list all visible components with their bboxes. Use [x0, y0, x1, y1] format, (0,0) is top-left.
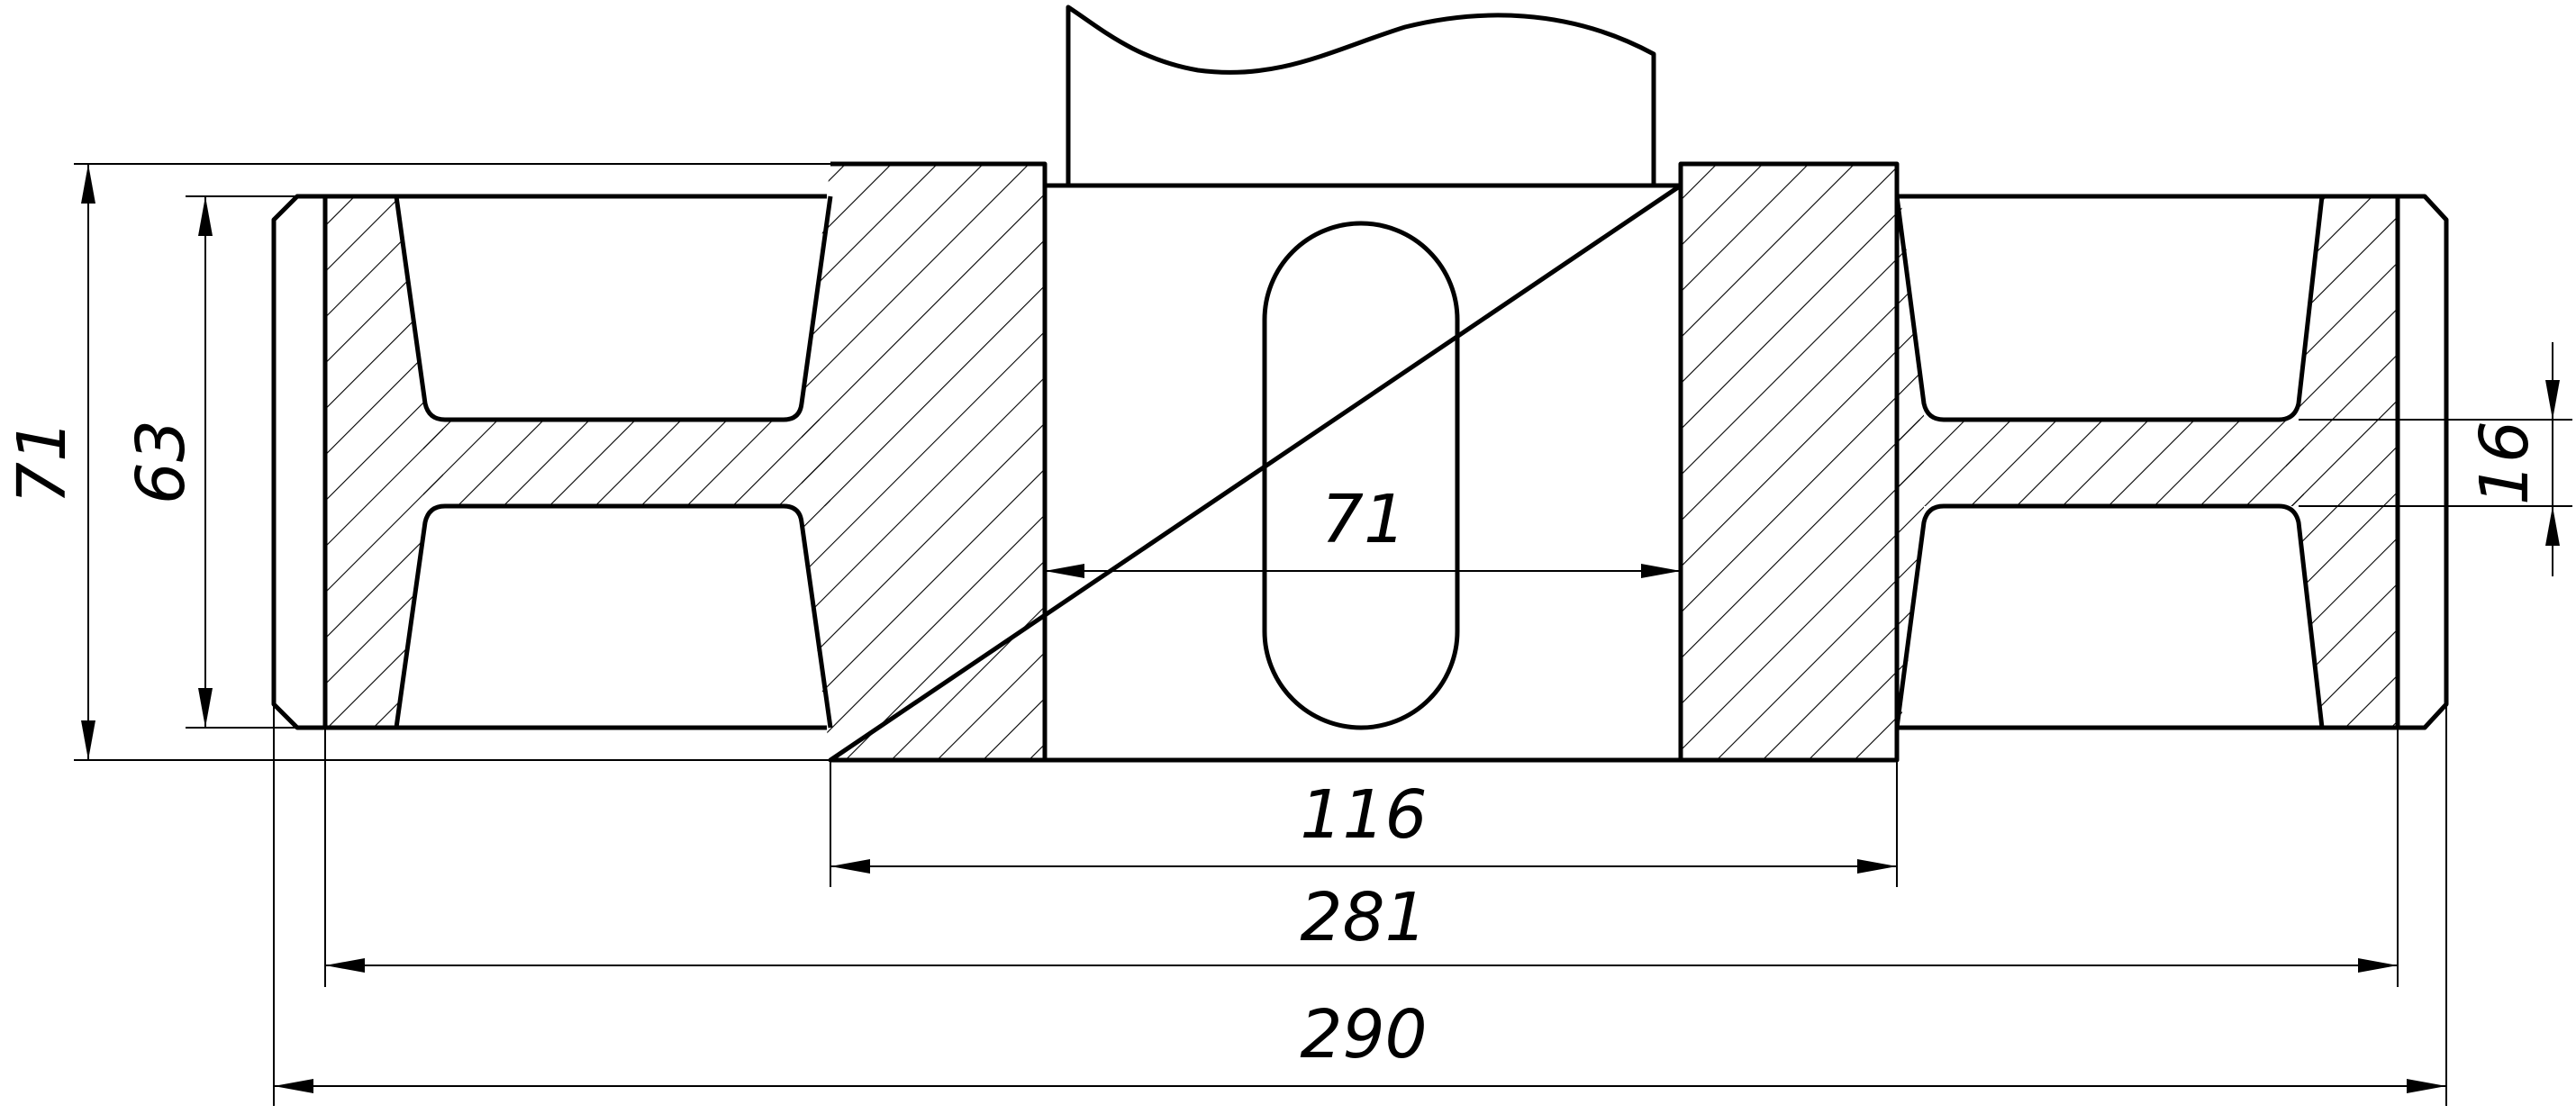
- right-rim-section: [2286, 196, 2398, 728]
- dim-web-thickness: 16: [2466, 421, 2544, 505]
- left-rim-section: [325, 196, 443, 728]
- left-web-section: [423, 420, 830, 506]
- right-hub-section: [1681, 164, 1924, 760]
- left-upper-cavity: [394, 195, 833, 422]
- dimension-labels: 71 63 16 71 116 281 290: [4, 420, 2544, 1073]
- right-rim-outline: [1897, 194, 2449, 730]
- dim-bore-width: 71: [1321, 481, 1406, 558]
- dim-hub-length: 116: [1300, 776, 1427, 854]
- hub-outline: [828, 161, 1900, 763]
- extension-lines: [74, 163, 2572, 1106]
- dim-rim-height: 63: [122, 420, 200, 504]
- right-web-section: [1897, 420, 2304, 506]
- right-upper-cavity: [1894, 195, 2325, 422]
- left-rim-outline: [271, 194, 827, 730]
- left-lower-cavity: [394, 503, 833, 729]
- left-hub-section: [802, 164, 1045, 760]
- section-hatching: [325, 164, 2398, 760]
- dim-rim-inner-width: 281: [1300, 879, 1427, 956]
- right-lower-cavity: [1894, 503, 2325, 729]
- dim-overall-height: 71: [4, 420, 81, 504]
- dim-overall-width: 290: [1300, 996, 1427, 1073]
- dimension-lines: [81, 164, 2560, 1093]
- keyway-slot: [1262, 221, 1460, 730]
- part-outline: [271, 5, 2449, 763]
- shaft-stub: [1066, 5, 1656, 188]
